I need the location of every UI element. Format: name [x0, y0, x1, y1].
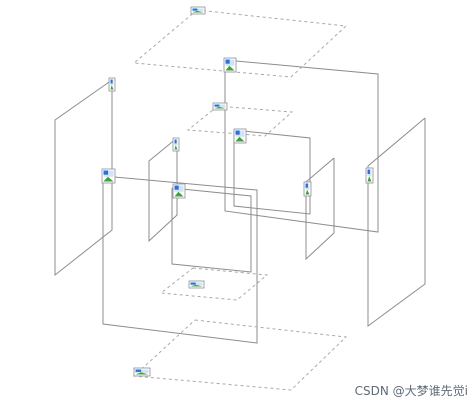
- broken-image-icon-front-inner: [172, 183, 186, 199]
- broken-image-icon-right-inner: [303, 181, 312, 197]
- watermark: CSDN @大梦谁先觉i: [354, 384, 468, 398]
- broken-image-icon-top-outer: [190, 6, 206, 15]
- broken-image-icon-back-inner: [233, 128, 247, 144]
- front-face-outer: [102, 175, 258, 344]
- right-face-outer: [367, 117, 426, 327]
- broken-image-icon-back-outer: [223, 57, 237, 73]
- broken-image-icon-top-inner: [212, 102, 228, 111]
- bottom-face-inner: [159, 267, 269, 301]
- broken-image-icon-bottom-inner: [188, 280, 205, 289]
- back-face-inner: [233, 129, 311, 215]
- broken-image-icon-left-inner: [172, 137, 180, 152]
- bottom-face-outer: [132, 319, 348, 391]
- right-face-inner: [305, 157, 335, 261]
- back-face-outer: [224, 59, 379, 233]
- broken-image-icon-right-outer: [365, 167, 374, 184]
- broken-image-icon-front-outer: [101, 168, 116, 184]
- broken-image-icon-bottom-outer: [133, 367, 151, 377]
- broken-image-icon-left-outer: [108, 77, 116, 92]
- top-face-outer: [132, 9, 348, 78]
- front-face-inner: [171, 187, 252, 273]
- wireframe-lines: [54, 9, 426, 391]
- broken-image-icons: [101, 6, 374, 377]
- top-face-inner: [186, 105, 294, 137]
